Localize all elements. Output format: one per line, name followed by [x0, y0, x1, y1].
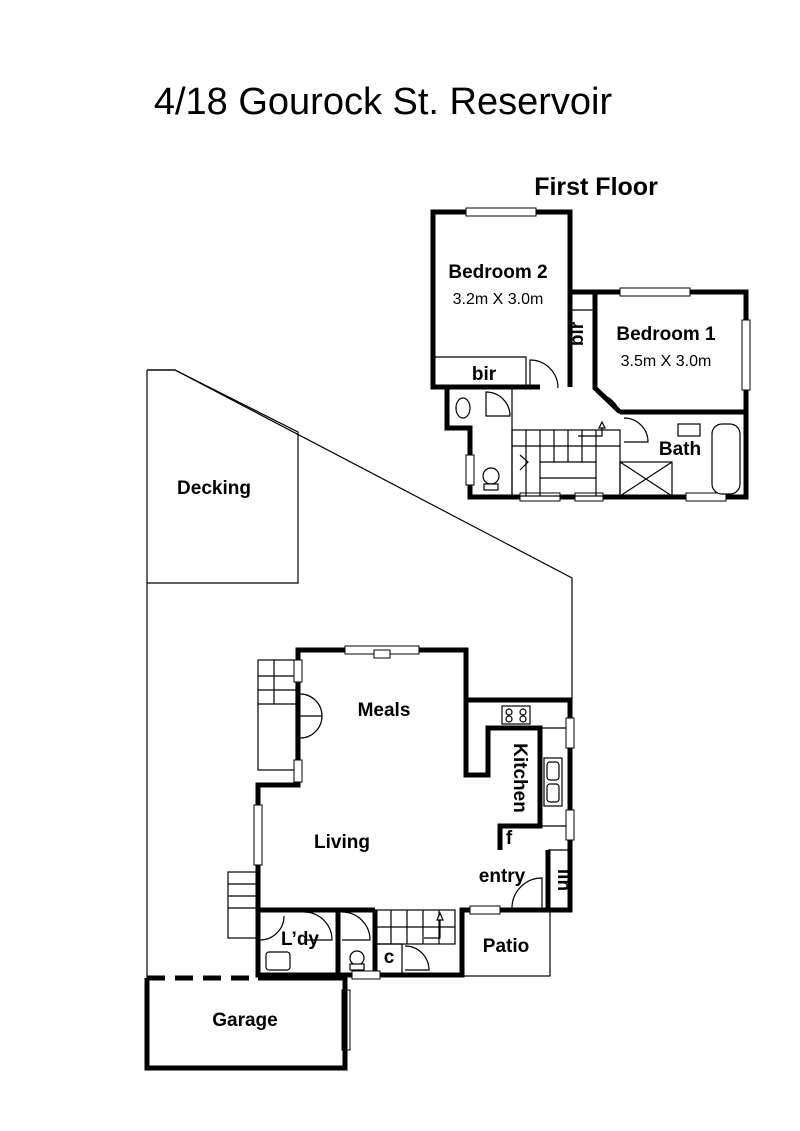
- trough-icon: [265, 951, 291, 971]
- hall-cupboard: [619, 461, 673, 497]
- decking-outline: [147, 369, 299, 584]
- cooktop-icon: [501, 705, 531, 725]
- kitchen-window-2: [565, 809, 575, 841]
- meals-label: Meals: [358, 700, 411, 721]
- plan-title: 4/18 Gourock St. Reservoir: [154, 81, 613, 123]
- bedroom2-door: [529, 359, 559, 389]
- bath-label: Bath: [659, 439, 701, 460]
- bathtub-icon: [711, 423, 741, 495]
- bedroom1-left-wall: [592, 292, 622, 414]
- ground-stairs: [374, 909, 456, 945]
- sink-icon: [543, 757, 563, 807]
- vanity-icon: [677, 423, 701, 437]
- laundry-ext-door: [259, 915, 285, 941]
- bedroom2-window: [465, 207, 537, 217]
- wc-door: [485, 391, 511, 417]
- meals-french-doors: [299, 693, 323, 739]
- stair-window-2: [574, 492, 604, 502]
- laundry-door: [303, 911, 333, 941]
- first-floor-stairs: [511, 420, 621, 497]
- linen-label: lin: [553, 869, 574, 891]
- garage-label: Garage: [212, 1010, 277, 1031]
- bedroom1-door: [597, 393, 621, 415]
- toilet-icon: [482, 467, 500, 491]
- kitchen-label: Kitchen: [509, 743, 530, 813]
- bath-door: [623, 417, 649, 443]
- living-window: [253, 804, 263, 866]
- patio-outline: [461, 909, 551, 977]
- decking-label: Decking: [177, 478, 251, 499]
- meals-side-window: [293, 659, 303, 683]
- bedroom1-label: Bedroom 1: [616, 324, 716, 345]
- patio-label: Patio: [483, 936, 529, 957]
- meals-steps: [257, 659, 297, 771]
- bir-label-vertical: bir: [567, 321, 588, 346]
- wc-ground-door: [341, 911, 371, 941]
- ground-floor: Decking Patio c: [144, 369, 575, 1071]
- bir-label-bottom: bir: [472, 364, 497, 385]
- wc-ground-window: [351, 970, 381, 980]
- meals-vent: [373, 649, 391, 659]
- bir-left-box: [434, 356, 527, 386]
- kitchen-right-bench: [540, 727, 566, 827]
- bath-window: [685, 492, 727, 502]
- wc-window: [465, 454, 475, 486]
- basin-icon: [455, 397, 471, 419]
- stair-door: [404, 945, 430, 971]
- laundry-label: L’dy: [281, 929, 319, 950]
- entry-label: entry: [479, 866, 526, 887]
- ground-toilet-icon: [349, 950, 365, 971]
- entry-window: [469, 905, 501, 915]
- bedroom2-label: Bedroom 2: [448, 262, 547, 283]
- first-floor: First Floor: [430, 173, 751, 502]
- bedroom2-size: 3.2m X 3.0m: [453, 291, 544, 308]
- cupboard-label: c: [384, 947, 395, 968]
- first-floor-title: First Floor: [534, 173, 658, 201]
- bedroom1-top-window: [619, 287, 691, 297]
- bedroom1-side-window: [741, 319, 751, 391]
- cupboard-outline: [375, 943, 403, 975]
- meals-side-window-2: [293, 759, 303, 783]
- bedroom1-size: 3.5m X 3.0m: [621, 353, 712, 370]
- living-label: Living: [314, 832, 370, 853]
- garage-outline: [144, 975, 348, 1071]
- kitchen-window-1: [565, 717, 575, 749]
- kitchen-bench: [463, 700, 543, 850]
- fridge-label: f: [506, 828, 513, 849]
- entry-door: [511, 877, 543, 909]
- living-steps: [227, 871, 259, 939]
